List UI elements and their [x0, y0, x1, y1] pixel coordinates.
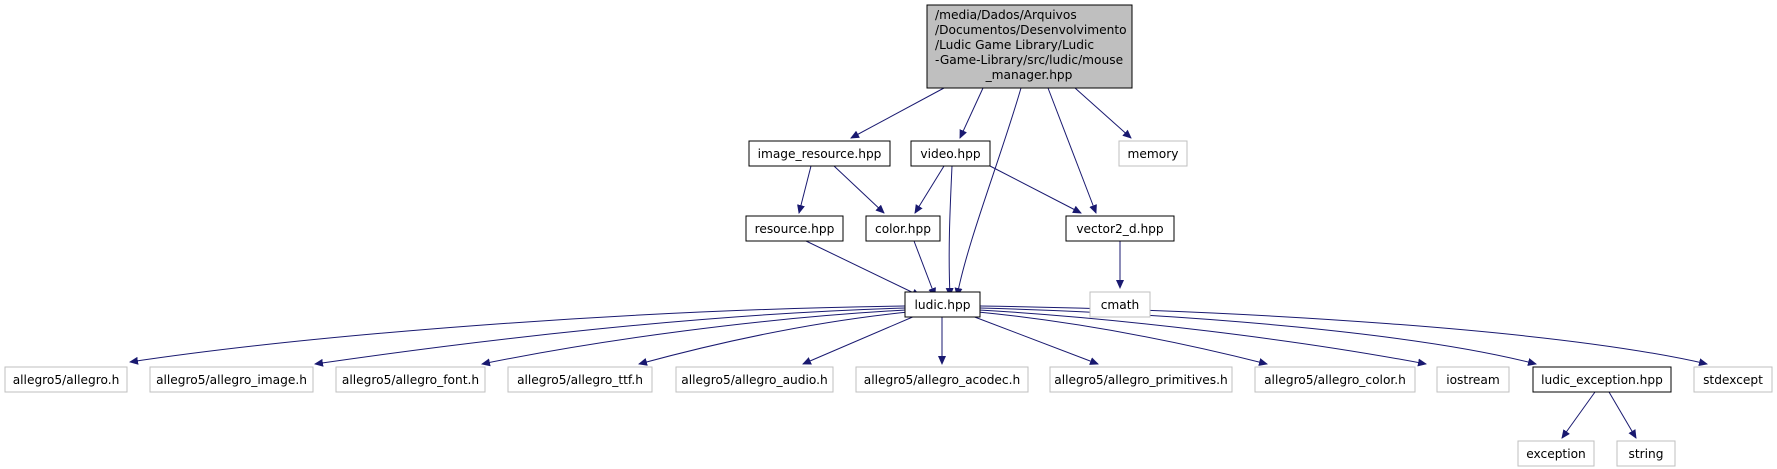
node-label: allegro5/allegro.h [13, 373, 120, 387]
edge-ludic-allegro-image [314, 307, 906, 367]
node-image-resource[interactable]: image_resource.hpp [748, 140, 891, 167]
node-label: color.hpp [875, 222, 931, 236]
edge-ludic-ludic-exception [979, 307, 1537, 366]
edge-root-memory [1074, 87, 1132, 139]
node-iostream[interactable]: iostream [1436, 366, 1510, 393]
root-label-line-4: -Game-Library/src/ludic/mouse [935, 53, 1123, 67]
node-ludic-exception[interactable]: ludic_exception.hpp [1532, 366, 1672, 393]
edge-ludic-allegro-audio [802, 315, 916, 365]
node-label: image_resource.hpp [758, 147, 882, 161]
node-label: allegro5/allegro_acodec.h [864, 373, 1020, 387]
node-memory[interactable]: memory [1118, 140, 1188, 167]
node-string[interactable]: string [1616, 440, 1676, 467]
root-label-line-2: /Documentos/Desenvolvimento [935, 23, 1127, 37]
edge-ludic-iostream [978, 309, 1427, 367]
edge-ludic-exception-string [1608, 391, 1637, 439]
edge-video-color [914, 165, 945, 214]
edge-image-resource-color [833, 165, 885, 214]
node-allegro-ttf[interactable]: allegro5/allegro_ttf.h [507, 366, 653, 393]
node-allegro-acodec[interactable]: allegro5/allegro_acodec.h [855, 366, 1029, 393]
edge-ludic-allegro-font [481, 309, 907, 367]
node-label: allegro5/allegro_primitives.h [1054, 373, 1228, 387]
edge-ludic-allegro [129, 305, 906, 365]
node-label: ludic.hpp [914, 298, 970, 312]
edge-root-video [959, 87, 984, 139]
edge-ludic-allegro-ttf [638, 311, 909, 366]
edge-root-ludic [954, 87, 1022, 297]
root-label-line-3: /Ludic Game Library/Ludic [935, 38, 1094, 52]
edge-ludic-exception-exception [1561, 391, 1596, 439]
edge-ludic-allegro-primitives [971, 315, 1099, 365]
edge-video-vector2-d [989, 165, 1082, 214]
node-label: stdexcept [1703, 373, 1763, 387]
node-exception[interactable]: exception [1517, 440, 1595, 467]
node-ludic[interactable]: ludic.hpp [904, 291, 981, 318]
edge-ludic-allegro-color [977, 311, 1268, 366]
node-color[interactable]: color.hpp [865, 215, 941, 242]
edge-image-resource-resource [797, 165, 812, 214]
root-label-line-5: _manager.hpp [985, 68, 1073, 82]
nodes: /media/Dados/Arquivos /Documentos/Desenv… [4, 4, 1773, 467]
node-video[interactable]: video.hpp [910, 140, 991, 167]
node-label: allegro5/allegro_ttf.h [517, 373, 643, 387]
edge-root-image-resource [850, 87, 945, 139]
node-root-mouse-manager[interactable]: /media/Dados/Arquivos /Documentos/Desenv… [926, 4, 1133, 89]
edge-video-ludic [945, 165, 954, 297]
root-label-line-1: /media/Dados/Arquivos [935, 8, 1077, 22]
node-vector2-d[interactable]: vector2_d.hpp [1065, 215, 1175, 242]
node-label: string [1629, 447, 1664, 461]
node-label: ludic_exception.hpp [1541, 373, 1663, 387]
edge-root-vector2-d [1047, 87, 1097, 214]
node-label: cmath [1101, 298, 1140, 312]
edge-resource-ludic [805, 240, 921, 297]
node-label: memory [1128, 147, 1179, 161]
node-allegro-audio[interactable]: allegro5/allegro_audio.h [675, 366, 834, 393]
node-label: video.hpp [920, 147, 980, 161]
node-label: vector2_d.hpp [1076, 222, 1164, 236]
node-label: allegro5/allegro_font.h [342, 373, 479, 387]
node-allegro-primitives[interactable]: allegro5/allegro_primitives.h [1049, 366, 1233, 393]
node-label: iostream [1446, 373, 1500, 387]
node-allegro-image[interactable]: allegro5/allegro_image.h [149, 366, 314, 393]
node-label: resource.hpp [755, 222, 835, 236]
node-allegro-font[interactable]: allegro5/allegro_font.h [335, 366, 486, 393]
node-label: exception [1526, 447, 1586, 461]
node-allegro-color[interactable]: allegro5/allegro_color.h [1254, 366, 1416, 393]
edge-ludic-stdexcept [979, 305, 1708, 367]
node-stdexcept[interactable]: stdexcept [1693, 366, 1773, 393]
node-allegro[interactable]: allegro5/allegro.h [4, 366, 128, 393]
edge-color-ludic [913, 240, 936, 297]
node-label: allegro5/allegro_color.h [1264, 373, 1406, 387]
node-label: allegro5/allegro_audio.h [681, 373, 827, 387]
node-label: allegro5/allegro_image.h [156, 373, 307, 387]
node-resource[interactable]: resource.hpp [745, 215, 844, 242]
node-cmath[interactable]: cmath [1089, 291, 1151, 318]
